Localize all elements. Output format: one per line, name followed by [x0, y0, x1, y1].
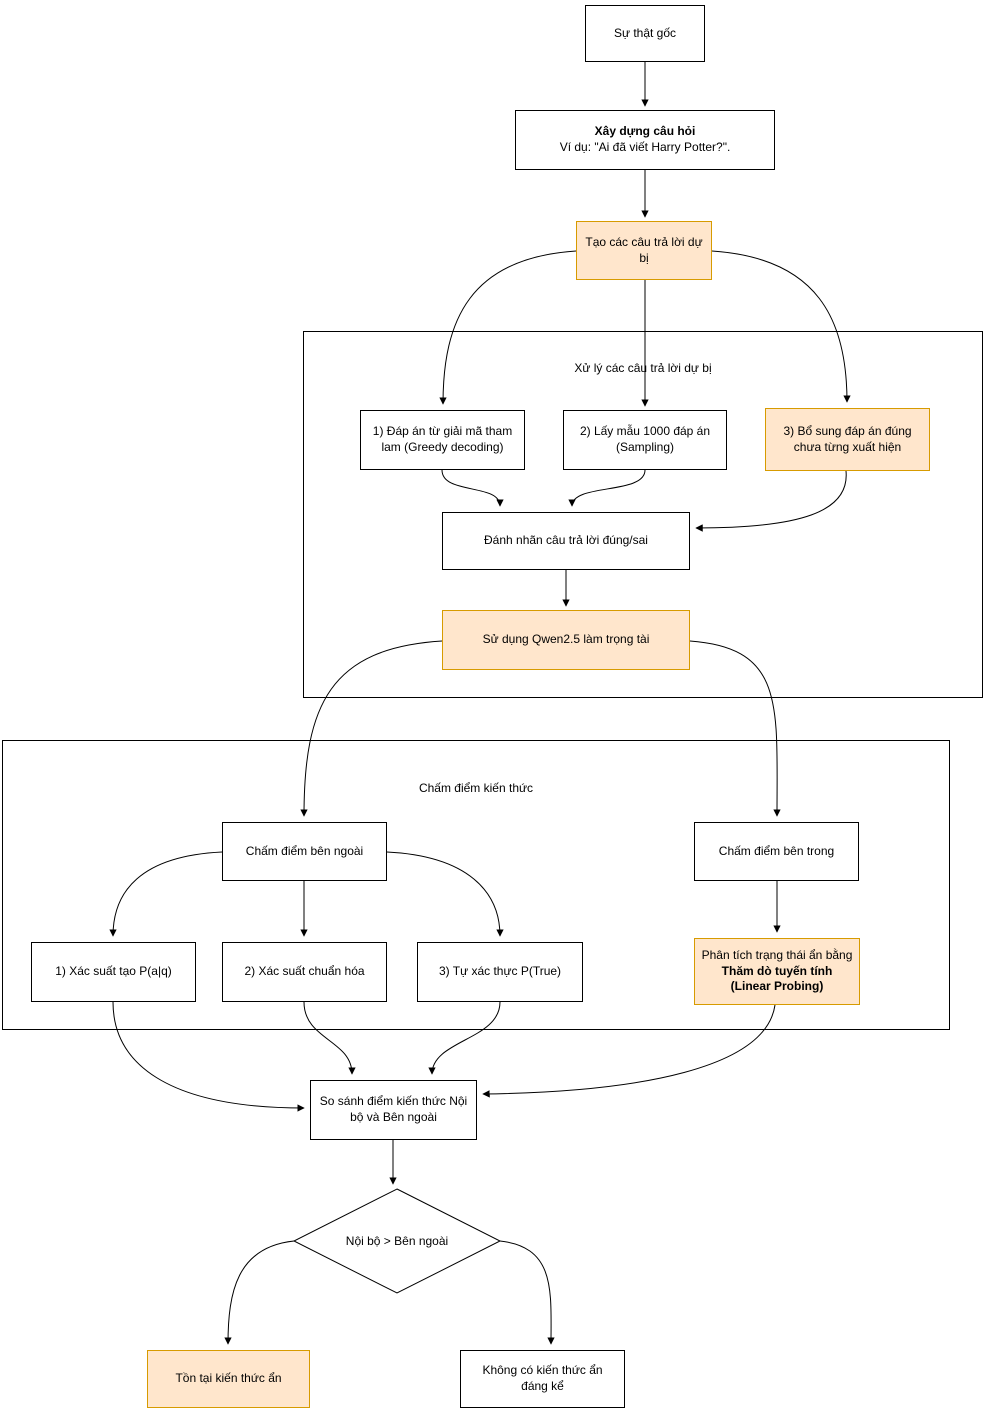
node-prob-normalized-label: 2) Xác suất chuẩn hóa — [244, 964, 365, 979]
node-qwen-judge-label: Sử dụng Qwen2.5 làm trọng tài — [482, 632, 650, 647]
node-greedy-decoding-label: 1) Đáp án từ giải mã tham lam (Greedy de… — [372, 424, 513, 454]
node-qwen-judge: Sử dụng Qwen2.5 làm trọng tài — [442, 610, 690, 670]
node-linear-probing: Phân tích trạng thái ẩn bằng Thăm dò tuy… — [694, 938, 860, 1005]
node-external-scoring: Chấm điểm bên ngoài — [222, 822, 387, 881]
process-candidates-group-title: Xử lý các câu trả lời dự bị — [574, 361, 712, 375]
node-ground-truth: Sự thật gốc — [585, 5, 705, 62]
node-compare-scores-label: So sánh điểm kiến thức Nội bộ và Bên ngo… — [319, 1094, 468, 1124]
node-decision-text: Nội bộ > Bên ngoài — [345, 1234, 449, 1248]
node-hidden-knowledge-exists-label: Tồn tại kiến thức ẩn — [175, 1371, 282, 1386]
node-no-hidden-knowledge: Không có kiến thức ẩn đáng kể — [460, 1350, 625, 1408]
node-greedy-decoding: 1) Đáp án từ giải mã tham lam (Greedy de… — [360, 410, 525, 470]
knowledge-scoring-group-title: Chấm điểm kiến thức — [418, 781, 534, 795]
node-build-question-title: Xây dựng câu hỏi — [594, 124, 696, 139]
node-build-question-subtitle: Ví dụ: "Ai đã viết Harry Potter?". — [559, 140, 731, 154]
node-augment-answers: 3) Bổ sung đáp án đúng chưa từng xuất hi… — [765, 408, 930, 471]
node-sampling: 2) Lấy mẫu 1000 đáp án (Sampling) — [563, 410, 727, 470]
node-self-verification: 3) Tự xác thực P(True) — [417, 942, 583, 1002]
node-hidden-knowledge-exists: Tồn tại kiến thức ẩn — [147, 1350, 310, 1408]
node-augment-answers-label: 3) Bổ sung đáp án đúng chưa từng xuất hi… — [783, 423, 912, 454]
node-sampling-label: 2) Lấy mẫu 1000 đáp án (Sampling) — [579, 424, 711, 454]
edge-decision-to-none — [499, 1240, 555, 1345]
node-ground-truth-label: Sự thật gốc — [613, 25, 677, 40]
node-prob-generation: 1) Xác suất tạo P(a|q) — [31, 942, 196, 1002]
node-prob-normalized: 2) Xác suất chuẩn hóa — [222, 942, 387, 1002]
node-build-question: Xây dựng câu hỏi Ví dụ: "Ai đã viết Harr… — [515, 110, 775, 170]
node-external-scoring-label: Chấm điểm bên ngoài — [245, 843, 364, 858]
node-no-hidden-knowledge-label: Không có kiến thức ẩn đáng kể — [482, 1363, 603, 1393]
node-linear-probing-line1: Phân tích trạng thái ẩn bằng — [701, 948, 853, 963]
node-label-answers-label: Đánh nhãn câu trả lời đúng/sai — [484, 533, 648, 548]
node-internal-scoring-label: Chấm điểm bên trong — [718, 843, 835, 858]
node-internal-scoring: Chấm điểm bên trong — [694, 822, 859, 881]
node-generate-candidates-label: Tạo các câu trả lời dự bị — [585, 234, 703, 265]
edge-decision-to-exists — [224, 1240, 295, 1345]
node-generate-candidates: Tạo các câu trả lời dự bị — [576, 221, 712, 280]
node-decision-label: Nội bộ > Bên ngoài — [294, 1214, 500, 1268]
node-prob-generation-label: 1) Xác suất tạo P(a|q) — [55, 964, 172, 979]
node-compare-scores: So sánh điểm kiến thức Nội bộ và Bên ngo… — [310, 1080, 477, 1140]
node-label-answers: Đánh nhãn câu trả lời đúng/sai — [442, 512, 690, 570]
node-self-verification-label: 3) Tự xác thực P(True) — [438, 964, 562, 979]
node-linear-probing-line2: Thăm dò tuyến tính (Linear Probing) — [721, 963, 833, 994]
